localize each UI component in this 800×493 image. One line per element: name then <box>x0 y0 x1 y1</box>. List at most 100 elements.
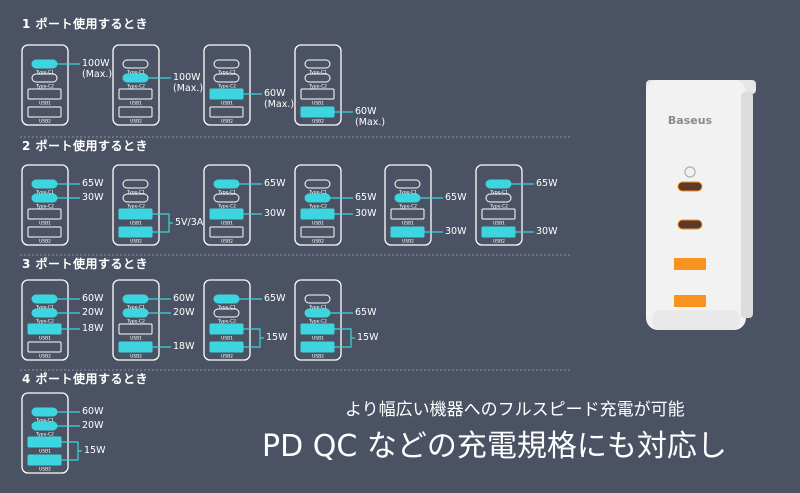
port-label: USB2 <box>39 354 51 360</box>
bracket-connector <box>243 328 261 348</box>
usb-a-port <box>300 106 335 118</box>
power-label: 20W <box>173 307 195 318</box>
usb-a-port <box>300 226 335 238</box>
type-c-port <box>213 193 240 203</box>
tagline-line-2: PD QC などの充電規格にも対応し <box>262 429 727 464</box>
power-label: 15W <box>357 332 379 343</box>
usb-a-port <box>118 323 153 335</box>
type-c-port-1 <box>677 181 703 192</box>
type-c-port <box>31 59 58 69</box>
power-label: (Max.) <box>355 117 386 128</box>
usb-a-port <box>300 323 335 335</box>
charger-base <box>652 310 740 330</box>
brand-logo: Baseus <box>668 114 713 127</box>
port-label: Type-C1 <box>308 190 327 196</box>
port-label: Type-C2 <box>35 432 54 438</box>
type-c-port <box>304 308 331 318</box>
charger-card <box>294 44 342 126</box>
power-label: 60W <box>82 293 104 304</box>
bracket-connector <box>334 328 352 348</box>
port-label: Type-C2 <box>35 319 54 325</box>
type-c-port <box>213 59 240 69</box>
usb-a-port <box>27 341 62 353</box>
usb-a-port <box>209 106 244 118</box>
type-c-port <box>31 407 58 417</box>
usb-a-port <box>390 208 425 220</box>
charger-side <box>741 92 753 318</box>
port-label: USB1 <box>493 221 505 227</box>
type-c-port <box>122 59 149 69</box>
power-label: 60W <box>82 406 104 417</box>
type-c-port <box>31 421 58 431</box>
power-label: 30W <box>445 226 467 237</box>
type-c-port <box>122 193 149 203</box>
port-label: USB2 <box>39 239 51 245</box>
usb-a-port <box>209 323 244 335</box>
port-label: USB1 <box>221 101 233 107</box>
charger-body <box>646 80 746 330</box>
charger-card <box>203 44 251 126</box>
power-label: 65W <box>536 178 558 189</box>
power-label: 60W <box>355 106 377 117</box>
type-c-port <box>122 73 149 83</box>
section-title: 1 ポート使用するとき <box>22 17 149 31</box>
power-label: 30W <box>355 208 377 219</box>
port-label: Type-C2 <box>308 319 327 325</box>
type-c-port <box>213 179 240 189</box>
port-label: USB1 <box>312 221 324 227</box>
port-label: USB2 <box>312 354 324 360</box>
power-label: 60W <box>173 293 195 304</box>
power-label: 30W <box>264 208 286 219</box>
port-label: USB2 <box>312 239 324 245</box>
port-label: Type-C2 <box>489 204 508 210</box>
type-c-port <box>213 294 240 304</box>
usb-a-port <box>27 226 62 238</box>
power-label: 100W <box>173 72 201 83</box>
port-label: USB1 <box>39 101 51 107</box>
power-label: 18W <box>82 323 104 334</box>
power-label: 5V/3A <box>175 217 204 228</box>
power-label: 65W <box>264 293 286 304</box>
port-label: Type-C2 <box>217 319 236 325</box>
usb-a-port <box>118 208 153 220</box>
port-label: USB1 <box>221 221 233 227</box>
type-c-port <box>485 179 512 189</box>
charger-card <box>21 44 69 126</box>
charger-card <box>112 44 160 126</box>
type-c-port <box>31 294 58 304</box>
charger-card <box>21 164 69 246</box>
usb-a-port <box>118 341 153 353</box>
port-label: USB1 <box>130 101 142 107</box>
power-label: 65W <box>82 178 104 189</box>
power-label: 100W <box>82 58 110 69</box>
charger-card <box>294 164 342 246</box>
type-c-port <box>394 179 421 189</box>
usb-a-port-1 <box>674 258 706 270</box>
type-c-port <box>304 193 331 203</box>
type-c-port-2 <box>677 219 703 230</box>
port-label: Type-C2 <box>308 84 327 90</box>
usb-a-port <box>209 341 244 353</box>
port-label: USB2 <box>39 119 51 125</box>
power-label: 15W <box>84 445 106 456</box>
port-label: USB1 <box>39 221 51 227</box>
power-label: 30W <box>536 226 558 237</box>
port-label: Type-C1 <box>217 70 236 76</box>
port-label: USB1 <box>130 221 142 227</box>
port-label: Type-C1 <box>126 190 145 196</box>
section-title: 4 ポート使用するとき <box>22 372 149 386</box>
usb-a-port <box>300 88 335 100</box>
type-c-port <box>304 179 331 189</box>
power-label: (Max.) <box>264 99 295 110</box>
port-label: USB2 <box>130 239 142 245</box>
type-c-port <box>485 193 512 203</box>
port-label: Type-C2 <box>217 204 236 210</box>
section-title: 3 ポート使用するとき <box>22 257 149 271</box>
port-label: USB1 <box>221 336 233 342</box>
power-label: 65W <box>445 192 467 203</box>
port-label: Type-C1 <box>217 305 236 311</box>
type-c-port <box>394 193 421 203</box>
power-label: (Max.) <box>173 83 204 94</box>
port-label: Type-C1 <box>308 305 327 311</box>
